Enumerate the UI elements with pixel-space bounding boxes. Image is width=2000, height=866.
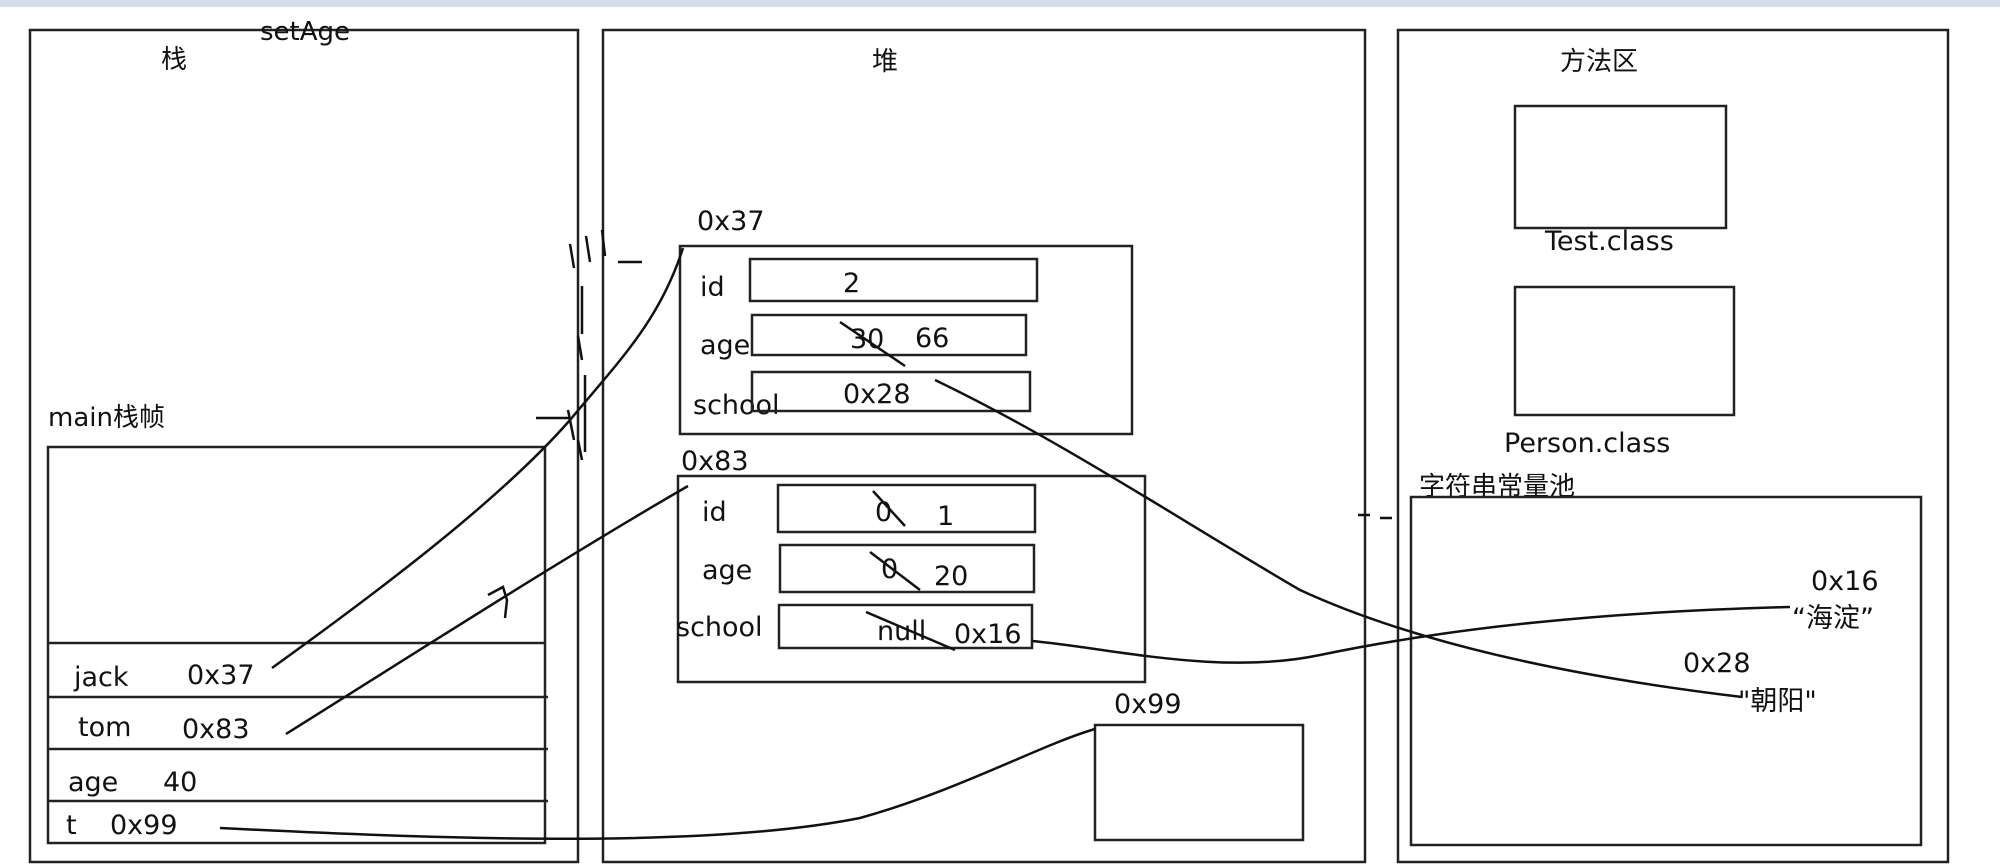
stack-var-value: 40 — [163, 767, 197, 798]
string-address: 0x16 — [1811, 566, 1879, 597]
method-area-border — [1396, 28, 1950, 864]
field-value-new: 1 — [937, 501, 954, 532]
strike-mark — [872, 490, 906, 527]
field-slot — [776, 483, 1037, 534]
field-name-school: school — [693, 390, 780, 421]
field-value: 2 — [843, 268, 860, 299]
string-literal: "朝阳" — [1738, 686, 1817, 717]
stack-var-name: jack — [73, 662, 129, 693]
stack-var-value: 0x99 — [110, 810, 178, 841]
main-frame-box — [46, 445, 547, 845]
ref-line-tom — [285, 484, 689, 736]
sketch-marks — [487, 229, 1392, 619]
field-slot — [748, 257, 1039, 303]
sketch-mark — [584, 235, 592, 263]
string-literal: “海淀” — [1792, 603, 1874, 634]
heap-object-0x37: 0x37 id 2 age 30 66 school 0x28 — [678, 206, 1134, 436]
class-label-test: Test.class — [1544, 226, 1674, 257]
string-address: 0x28 — [1683, 648, 1751, 679]
object-address: 0x99 — [1114, 689, 1182, 720]
string-0x16: 0x16 “海淀” — [1792, 566, 1879, 634]
sketch-mark — [600, 229, 607, 257]
reference-lines — [219, 247, 1791, 840]
sketch-mark — [487, 585, 509, 619]
field-value: 0x28 — [843, 379, 911, 410]
top-bar — [0, 0, 2000, 7]
stack-title: 栈 — [161, 45, 187, 75]
field-value-new: 66 — [915, 323, 949, 354]
stack-var-name: age — [68, 767, 118, 798]
ref-line-school-0x16 — [1031, 605, 1791, 664]
method-area-title: 方法区 — [1560, 47, 1638, 77]
field-slot — [778, 543, 1036, 594]
sketch-mark — [576, 439, 584, 461]
ref-line-t — [219, 727, 1096, 840]
field-name-age: age — [700, 330, 750, 361]
object-box — [678, 244, 1134, 436]
string-pool-box — [1409, 495, 1923, 847]
stack-top-frame-label: setAge — [260, 17, 350, 47]
sketch-mark — [568, 243, 576, 269]
heap-object-0x99: 0x99 — [1093, 689, 1305, 842]
stack-var-name: tom — [78, 712, 131, 743]
main-frame-label: main栈帧 — [48, 403, 165, 433]
class-box-test — [1513, 104, 1728, 230]
field-name-age: age — [702, 555, 752, 586]
field-value-new: 20 — [934, 561, 968, 592]
stack-var-age: age 40 — [68, 767, 197, 798]
strike-mark — [839, 320, 906, 368]
heap-object-0x83: 0x83 id 0 1 age 0 20 school null 0x16 — [676, 446, 1147, 684]
stack-region: 栈 setAge main栈帧 jack 0x37 tom 0x83 age 4… — [28, 17, 580, 864]
heap-title: 堆 — [872, 47, 898, 77]
field-slot — [777, 603, 1034, 650]
sketch-mark — [566, 409, 576, 441]
field-slot — [750, 313, 1028, 357]
field-slot — [750, 370, 1032, 413]
string-0x28: 0x28 "朝阳" — [1683, 648, 1817, 717]
method-area-region: 方法区 Test.class Person.class 字符串常量池 0x16 … — [1396, 28, 1950, 864]
heap-region-border — [601, 28, 1367, 864]
heap-region: 堆 0x37 id 2 age 30 66 school 0x28 0x83 i… — [601, 28, 1367, 864]
object-box — [1093, 723, 1305, 842]
class-label-person: Person.class — [1504, 428, 1670, 459]
stack-var-name: t — [66, 810, 77, 841]
stack-var-t: t 0x99 — [66, 810, 178, 841]
field-value-old: 0 — [875, 497, 892, 528]
ref-line-jack — [271, 247, 685, 670]
stack-var-jack: jack 0x37 — [73, 660, 255, 693]
object-box — [676, 474, 1147, 684]
stack-var-value: 0x83 — [182, 714, 250, 745]
field-name-id: id — [700, 272, 725, 303]
object-address: 0x37 — [697, 206, 765, 237]
field-value-old: 0 — [881, 554, 898, 585]
class-box-person — [1513, 285, 1736, 417]
object-address: 0x83 — [681, 446, 749, 477]
stack-var-value: 0x37 — [187, 660, 255, 691]
strike-mark — [865, 610, 956, 652]
field-value-new: 0x16 — [954, 619, 1022, 650]
field-name-school: school — [676, 612, 763, 643]
ref-line-school-0x28 — [934, 378, 1743, 699]
strike-mark — [869, 551, 921, 591]
stack-var-tom: tom 0x83 — [78, 712, 250, 745]
sketch-mark — [576, 335, 584, 361]
field-name-id: id — [702, 497, 727, 528]
